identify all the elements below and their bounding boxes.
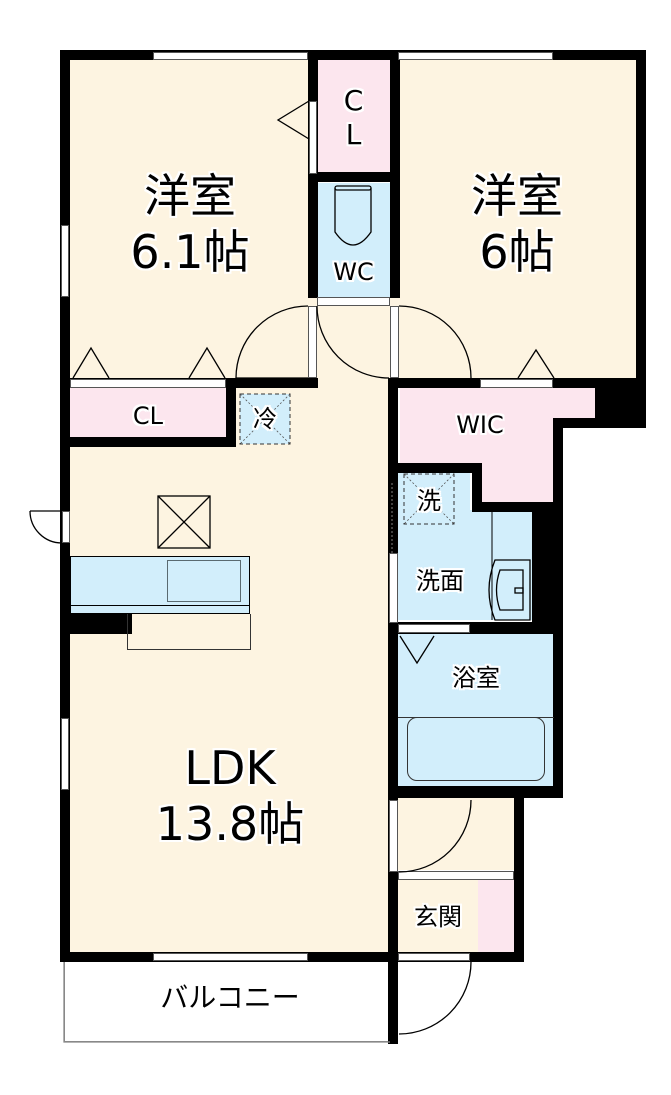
door-gap-wic (480, 379, 553, 388)
washroom-floor-2 (470, 510, 532, 620)
bathroom-floor (398, 634, 554, 788)
wall-left (60, 50, 70, 962)
western-room-2-label: 洋室 6帖 (437, 168, 597, 280)
door-gap-closet-left (70, 379, 226, 388)
door-swing-room1 (235, 305, 309, 379)
closet-top-label: C L (317, 84, 390, 152)
refrigerator-space (239, 393, 291, 445)
entry-hall-floor (398, 798, 514, 870)
entrance-label: 玄関 (414, 903, 462, 931)
balcony-floor (64, 962, 392, 1042)
step-entrance (398, 871, 514, 880)
wall-bath-bottom (390, 786, 563, 798)
wall-balcony-right (388, 952, 398, 1044)
kitchen-counter (70, 556, 250, 614)
window-room1-left (61, 225, 69, 297)
door-gap-ldk-left (62, 511, 70, 543)
window-room1-top (153, 52, 308, 60)
wall-wash-right (532, 504, 563, 634)
toilet-floor (317, 183, 390, 297)
wall-closet-left-right (226, 378, 236, 447)
western-room-1-name: 洋室 (144, 169, 236, 223)
wall-bath-right (553, 620, 563, 798)
ldk-label: LDK 13.8帖 (120, 740, 340, 852)
walk-in-closet-label: WIC (456, 411, 504, 439)
western-room-2-floor (398, 60, 636, 378)
ldk-size: 13.8帖 (155, 797, 305, 851)
ldk-floor (70, 388, 390, 953)
window-ldk-left (61, 718, 69, 790)
door-gap-bathroom (398, 624, 470, 633)
toilet-label: WC (333, 258, 374, 286)
wall-right-upper (636, 50, 646, 428)
walk-in-closet-floor-3 (400, 420, 480, 465)
door-gap-entrance (398, 953, 470, 961)
closet-top-line2: L (345, 118, 362, 151)
kitchen-bar-outline (127, 614, 251, 650)
western-room-2-name: 洋室 (471, 169, 563, 223)
washroom-label: 洗面 (416, 567, 464, 595)
western-room-1-size: 6.1帖 (130, 225, 250, 279)
shoe-closet-floor (478, 880, 514, 952)
window-room2-top (398, 52, 553, 60)
bathroom-label: 浴室 (452, 664, 500, 692)
western-room-1-label: 洋室 6.1帖 (110, 168, 270, 280)
closet-top-line1: C (343, 84, 364, 117)
wall-kitchen-stub (60, 614, 132, 634)
door-gap-washroom (389, 553, 398, 623)
kitchen-sink (167, 560, 241, 602)
walk-in-closet-floor-2 (480, 420, 553, 504)
refrigerator-label: 冷 (253, 405, 277, 433)
kitchen-counter-edge (70, 605, 250, 606)
wall-closet-left-bottom (60, 437, 228, 447)
wall-closet-toilet (308, 172, 400, 182)
entrance-floor (398, 880, 478, 952)
wall-wic-inner (472, 463, 482, 508)
western-room-1-floor (70, 60, 310, 380)
wall-entry-right (514, 788, 524, 962)
balcony-label: バルコニー (160, 981, 300, 1014)
washing-machine-label: 洗 (417, 487, 441, 515)
closet-left-label: CL (132, 402, 164, 430)
door-gap-room2 (390, 306, 399, 378)
hallway-floor (310, 297, 398, 397)
wall-right-step (553, 418, 646, 428)
closet-left-floor-2 (70, 388, 226, 438)
door-gap-entry-hall (389, 800, 398, 872)
wall-wic-bottom (472, 502, 563, 512)
western-room-2-size: 6帖 (479, 225, 555, 279)
wall-central-right (388, 378, 398, 962)
door-gap-toilet (317, 297, 390, 306)
ldk-name: LDK (184, 741, 276, 795)
bath-tub-divider (398, 717, 554, 718)
window-ldk-bottom (153, 953, 308, 961)
door-gap-closet-top (309, 101, 317, 174)
closet-top-floor (317, 60, 390, 174)
door-gap-room1 (308, 306, 317, 378)
washing-machine-space (403, 473, 455, 525)
wall-wic-bottom-left (390, 463, 480, 473)
